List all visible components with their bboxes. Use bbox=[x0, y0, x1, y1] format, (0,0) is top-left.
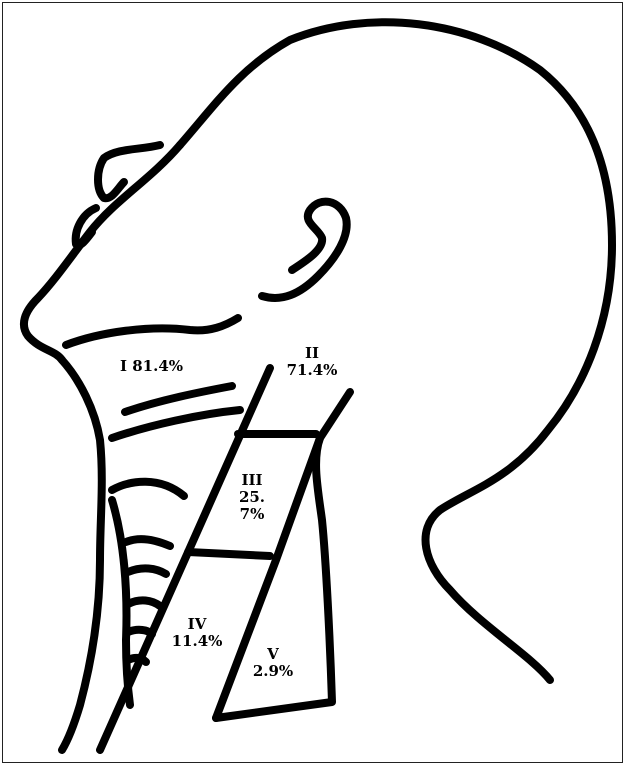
level-iv-value: 11.4% bbox=[166, 633, 228, 650]
larynx-outline bbox=[112, 482, 184, 496]
level-v-label: V 2.9% bbox=[246, 646, 300, 680]
level-iii-name: III bbox=[232, 472, 272, 489]
level-v-value: 2.9% bbox=[246, 663, 300, 680]
level-iii-label: III 25. 7% bbox=[232, 472, 272, 523]
level-iv-name: IV bbox=[166, 616, 228, 633]
level-ii-label: II 71.4% bbox=[282, 345, 342, 379]
ear bbox=[262, 202, 347, 298]
level-ii-value: 71.4% bbox=[282, 362, 342, 379]
jaw-line bbox=[66, 318, 238, 345]
level-iii-value-line2: 7% bbox=[232, 506, 272, 523]
trachea-ring-2 bbox=[128, 568, 166, 574]
hyoid-line-upper bbox=[125, 386, 232, 412]
level-i-label: I 81.4% bbox=[120, 358, 183, 375]
level-v-name: V bbox=[246, 646, 300, 663]
trachea-ring-1 bbox=[126, 539, 170, 546]
level-iv-label: IV 11.4% bbox=[166, 616, 228, 650]
hyoid-line-lower bbox=[112, 410, 240, 438]
head-outline bbox=[180, 22, 612, 680]
level-iii-value-line1: 25. bbox=[232, 489, 272, 506]
trachea-ring-3 bbox=[128, 600, 160, 606]
chin-front-neck bbox=[62, 360, 102, 750]
divider-iii-iv bbox=[188, 552, 270, 556]
level-ii-name: II bbox=[282, 345, 342, 362]
level-i-text: I 81.4% bbox=[120, 358, 183, 375]
